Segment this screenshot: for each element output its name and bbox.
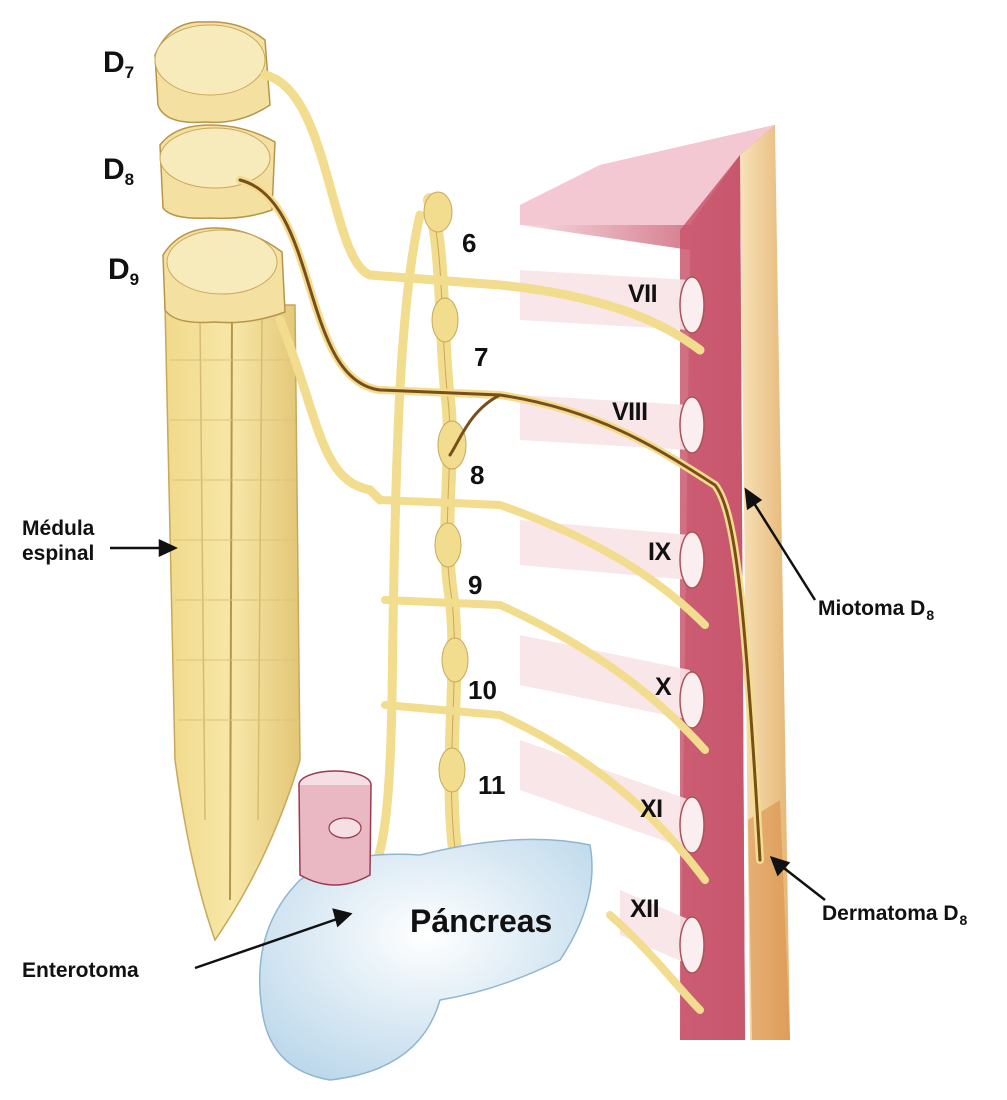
rib-band xyxy=(520,270,705,334)
rib-band xyxy=(520,740,705,854)
label-segment-d7: D7 xyxy=(103,46,134,82)
segment-letter: D xyxy=(108,253,130,286)
rib-xii-label: XII xyxy=(630,895,660,923)
label-myotome: Miotoma D8 xyxy=(818,597,934,622)
rib-x-label: X xyxy=(655,673,672,701)
ganglion-11-label: 11 xyxy=(478,770,506,800)
myotome-subscript: 8 xyxy=(926,607,935,623)
segment-letter: D xyxy=(103,153,125,186)
label-segment-d8: D8 xyxy=(103,153,134,189)
segment-d7 xyxy=(154,21,271,124)
spinal-cord xyxy=(164,304,301,942)
pointer-arrows xyxy=(110,487,826,970)
myotome-text: Miotoma D xyxy=(818,597,926,620)
rib-viii-label: VIII xyxy=(612,398,648,426)
ganglion-7-label: 7 xyxy=(474,342,489,372)
dermatome-text: Dermatoma D xyxy=(822,902,959,925)
segment-letter: D xyxy=(103,46,125,79)
ganglion-10-label: 10 xyxy=(468,675,497,705)
segment-subscript: 9 xyxy=(129,270,140,289)
label-enterotome: Enterotoma xyxy=(22,959,139,982)
label-dermatome: Dermatoma D8 xyxy=(822,902,967,927)
rib-ix-label: IX xyxy=(648,538,671,566)
rib-xi-label: XI xyxy=(640,795,663,823)
ganglion-6-label: 6 xyxy=(462,228,477,258)
segment-subscript: 7 xyxy=(124,63,135,82)
label-spinal-cord-line2: espinal xyxy=(22,542,95,565)
rib-vii-label: VII xyxy=(628,280,658,308)
rib-band xyxy=(620,890,705,974)
d8-nerve xyxy=(236,176,764,864)
label-pancreas: Páncreas xyxy=(410,903,553,939)
label-spinal-cord-line1: Médula xyxy=(22,517,95,540)
intercostal-nerves xyxy=(260,70,709,1014)
segment-d8 xyxy=(159,124,276,220)
dermatome-subscript: 8 xyxy=(959,912,968,928)
vessel xyxy=(298,770,372,886)
pancreas xyxy=(259,838,593,1081)
label-spinal-cord: Médula espinal xyxy=(22,518,94,564)
rib-band xyxy=(520,635,705,729)
ganglion-9-label: 9 xyxy=(468,570,483,600)
sympathetic-chain xyxy=(365,191,469,885)
label-segment-d9: D9 xyxy=(108,253,139,289)
segment-subscript: 8 xyxy=(124,170,135,189)
segment-d9 xyxy=(162,227,286,324)
dermatome-strip xyxy=(740,125,790,1040)
ganglion-8-label: 8 xyxy=(470,460,485,490)
